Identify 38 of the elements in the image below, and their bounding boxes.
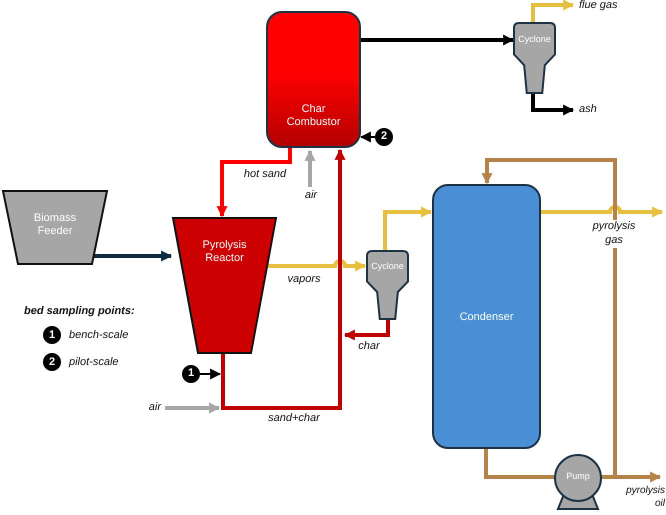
condenser-vessel — [432, 184, 541, 449]
cyclone-separator — [513, 22, 556, 94]
feeder-hopper — [2, 190, 108, 265]
pipe-arrow — [93, 250, 172, 262]
sampling-point-marker: 1 — [43, 326, 61, 344]
marker-number: 1 — [188, 367, 194, 381]
cyclone-separator — [366, 250, 409, 320]
pipe-arrow — [482, 158, 617, 477]
equipment-label: Pyrolysis Reactor — [201, 239, 248, 266]
stream-arrow — [304, 150, 316, 187]
pipe-arrow — [216, 148, 292, 218]
pipe-arrow — [268, 259, 366, 272]
pipe-arrow — [361, 34, 514, 46]
pipe-arrow — [383, 206, 432, 250]
sampling-point-label: pilot-scale — [69, 356, 119, 368]
legend-title: bed sampling points: — [24, 305, 135, 317]
stream-arrow — [344, 320, 390, 340]
equipment-label: Condenser — [460, 311, 514, 324]
stream-arrow — [541, 205, 664, 218]
sampling-point-marker: 2 — [43, 353, 61, 371]
equipment-label: Cyclone — [518, 34, 551, 45]
equipment-label: Cyclone — [371, 261, 404, 272]
pipe-arrow — [360, 132, 375, 142]
sampling-point-marker — [182, 365, 200, 383]
marker-number: 2 — [380, 130, 388, 144]
stream-arrow — [531, 94, 574, 116]
reactor-vessel — [172, 217, 277, 354]
sampling-point-marker — [375, 128, 393, 146]
equipment-label: Char Combustor — [286, 103, 342, 130]
pump — [554, 454, 602, 510]
equipment-label: Biomass Feeder — [32, 212, 78, 238]
stream-arrow — [602, 472, 662, 482]
stream-arrow — [200, 368, 222, 380]
sampling-point-label: bench-scale — [69, 329, 128, 341]
pipe-arrow — [221, 148, 346, 410]
stream-arrow — [531, 0, 574, 22]
equipment-label: Pump — [566, 471, 590, 482]
combustor-vessel — [266, 11, 361, 148]
